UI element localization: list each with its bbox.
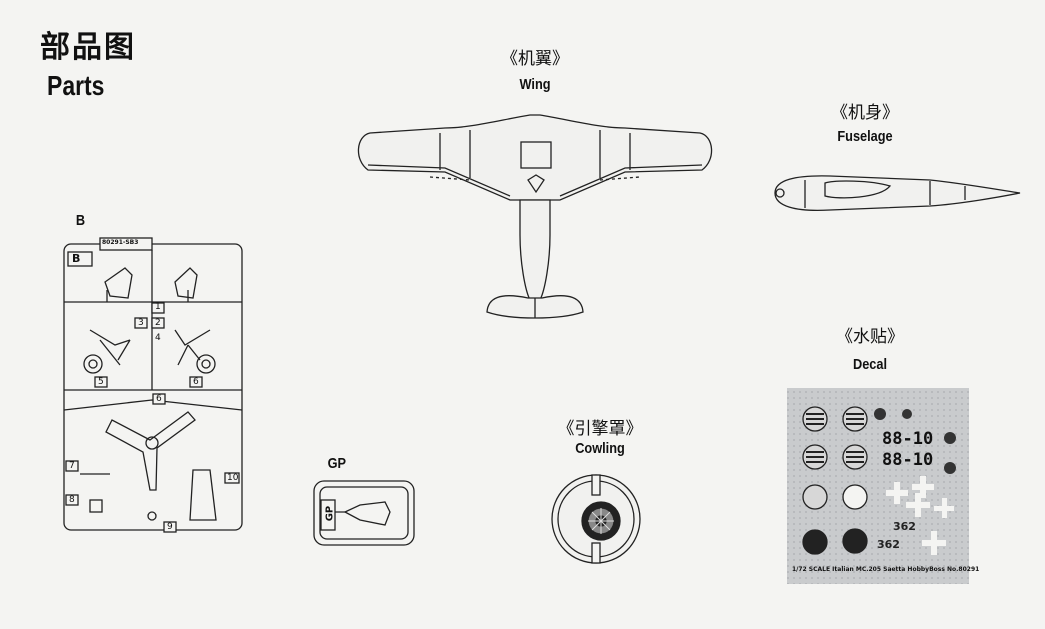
decal-label-en: Decal <box>852 356 888 373</box>
wing-label-en: Wing <box>519 76 551 93</box>
fuselage-drawing <box>774 175 1021 212</box>
sprue-b-drawing <box>63 237 243 533</box>
sprue-b-label: B <box>75 212 86 229</box>
part-number: 3 <box>138 318 144 328</box>
page-title-en: Parts <box>47 70 105 101</box>
decal-footer: 1/72 SCALE Italian MC.205 Saetta HobbyBo… <box>792 566 980 573</box>
decal-code-1: 88-10 <box>882 429 934 449</box>
part-number: 2 <box>155 318 161 328</box>
decal-label-cn: 《水贴》 <box>836 327 904 347</box>
sprue-gp-drawing <box>313 480 415 546</box>
wing-drawing <box>357 114 713 319</box>
part-number: 4 <box>155 333 161 343</box>
part-number: 7 <box>69 461 75 471</box>
part-number: 1 <box>155 302 161 312</box>
cowling-label-cn: 《引擎罩》 <box>557 419 643 439</box>
cowling-label-en: Cowling <box>575 440 625 457</box>
part-number: 8 <box>69 495 75 505</box>
part-number: 5 <box>98 377 104 387</box>
decal-code-2: 88-10 <box>882 450 934 470</box>
wing-label-cn: 《机翼》 <box>501 49 569 69</box>
part-number: 6 <box>156 394 162 404</box>
sprue-b-tag: B <box>72 252 81 265</box>
decal-number-2: 362 <box>877 538 900 551</box>
fuselage-label-en: Fuselage <box>837 128 893 145</box>
part-number: 9 <box>167 522 173 532</box>
decal-sheet <box>787 388 969 584</box>
sprue-gp-tag: GP <box>324 505 336 522</box>
decal-number-1: 362 <box>893 520 916 533</box>
cowling-drawing <box>551 474 641 564</box>
part-number: 6 <box>193 377 199 387</box>
sprue-gp-label: GP <box>327 455 347 472</box>
fuselage-label-cn: 《机身》 <box>831 103 899 123</box>
part-number: 10 <box>227 473 239 483</box>
sprue-b-code: 80291-SB3 <box>102 239 139 246</box>
page-title-cn: 部品图 <box>40 30 136 65</box>
